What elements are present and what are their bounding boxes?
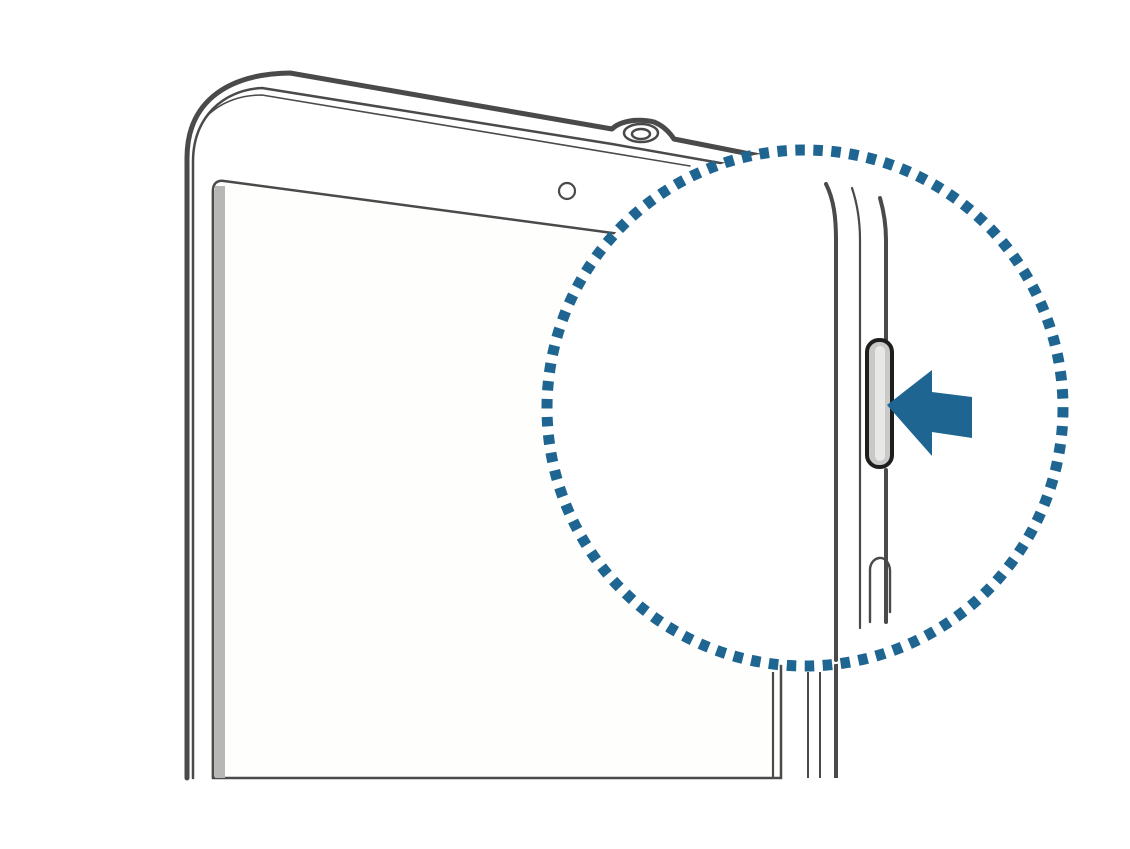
lower-key-outline: [868, 556, 892, 624]
tablet-body: [184, 70, 763, 781]
jack-inner: [630, 127, 652, 141]
tablet-top-rim: [204, 94, 691, 167]
magnified-device-edge: [824, 182, 892, 662]
tablet-right-side-lines: [771, 660, 838, 778]
magnifier-callout: [541, 144, 1069, 672]
jack-outer: [622, 122, 660, 144]
press-arrow-icon: [887, 370, 972, 456]
front-camera-icon: [557, 181, 577, 201]
callout-dotted-ring: [541, 144, 1069, 672]
power-key-highlight: [875, 346, 885, 461]
tablet-inner-bezel: [191, 86, 762, 780]
callout-fill: [547, 150, 1063, 666]
screen-edge-shade: [215, 186, 225, 778]
power-key[interactable]: [865, 338, 894, 469]
tablet-outer-frame: [184, 70, 763, 781]
headset-jack-icon: [622, 122, 660, 144]
